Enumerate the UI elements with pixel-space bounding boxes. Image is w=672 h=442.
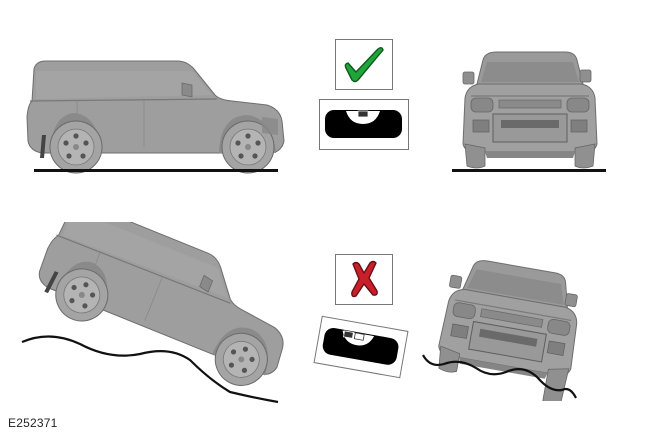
cross-icon [351,260,378,298]
bubble-level-centered [319,99,409,150]
bubble-level-tilted [313,315,409,379]
ground-line-uneven-front [422,354,577,399]
ground-line-flat-front [452,169,606,172]
figure-id-label: E252371 [8,416,58,430]
correct-indicator-box [335,39,393,90]
check-icon [344,47,384,83]
ground-line-flat-side [34,169,278,172]
vehicle-side-view-level [22,55,287,177]
incorrect-indicator-box [335,254,393,305]
vehicle-side-view-tilted [15,222,300,407]
vehicle-front-view-tilted [430,256,590,401]
ground-line-uneven-side [21,335,279,404]
vehicle-front-view-level [455,48,605,172]
